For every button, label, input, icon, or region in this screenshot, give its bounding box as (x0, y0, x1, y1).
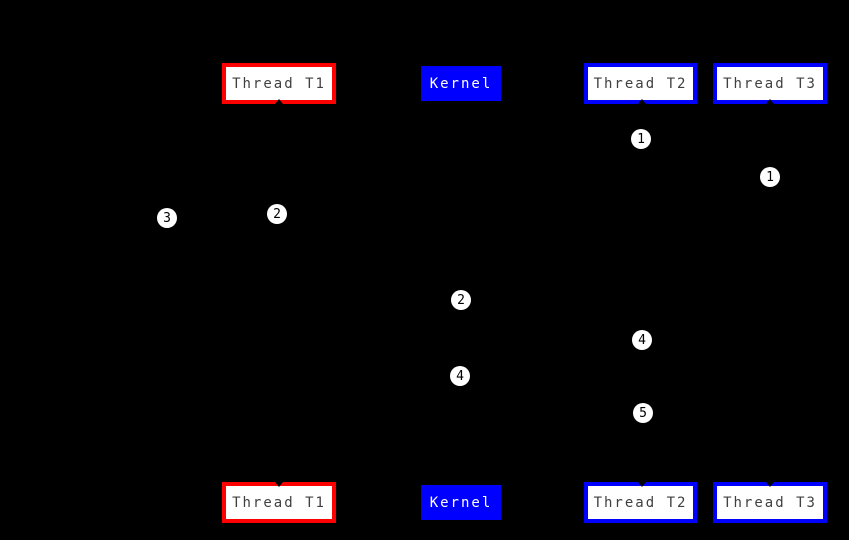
event-marker: 4 (632, 330, 652, 350)
participant-label: Thread T3 (723, 494, 817, 511)
participant-box-thread-t1-top: Thread T1 (222, 63, 336, 104)
event-marker: 2 (267, 204, 287, 224)
event-marker-label: 5 (639, 405, 647, 421)
event-marker: 1 (631, 129, 651, 149)
lifeline-notch (638, 99, 646, 104)
event-marker-label: 3 (163, 210, 171, 226)
event-marker: 1 (760, 167, 780, 187)
lifeline-notch (766, 482, 774, 487)
lifeline-notch (275, 482, 283, 487)
participant-label: Kernel (429, 494, 493, 511)
event-marker-label: 2 (457, 292, 465, 308)
participant-box-thread-t3-bottom: Thread T3 (713, 482, 827, 523)
participant-label: Kernel (429, 75, 493, 92)
participant-box-thread-t3-top: Thread T3 (713, 63, 827, 104)
participant-box-kernel-top: Kernel (421, 66, 501, 101)
participant-box-kernel-bottom: Kernel (421, 485, 501, 520)
event-marker: 3 (157, 208, 177, 228)
participant-label: Thread T1 (232, 494, 326, 511)
event-marker-label: 4 (638, 332, 646, 348)
lifeline-notch (275, 99, 283, 104)
participant-label: Thread T2 (593, 75, 688, 92)
participant-label: Thread T3 (723, 75, 817, 92)
event-marker-label: 4 (456, 368, 464, 384)
participant-label: Thread T2 (593, 494, 688, 511)
lifeline-notch (766, 99, 774, 104)
participant-box-thread-t2-top: Thread T2 (584, 63, 697, 104)
event-marker: 2 (451, 290, 471, 310)
event-marker-label: 1 (637, 131, 645, 147)
participant-box-thread-t1-bottom: Thread T1 (222, 482, 336, 523)
participant-label: Thread T1 (232, 75, 326, 92)
event-marker-label: 1 (766, 169, 774, 185)
participant-box-thread-t2-bottom: Thread T2 (584, 482, 697, 523)
lifeline-notch (638, 482, 646, 487)
event-marker-label: 2 (273, 206, 281, 222)
event-marker: 4 (450, 366, 470, 386)
event-marker: 5 (633, 403, 653, 423)
